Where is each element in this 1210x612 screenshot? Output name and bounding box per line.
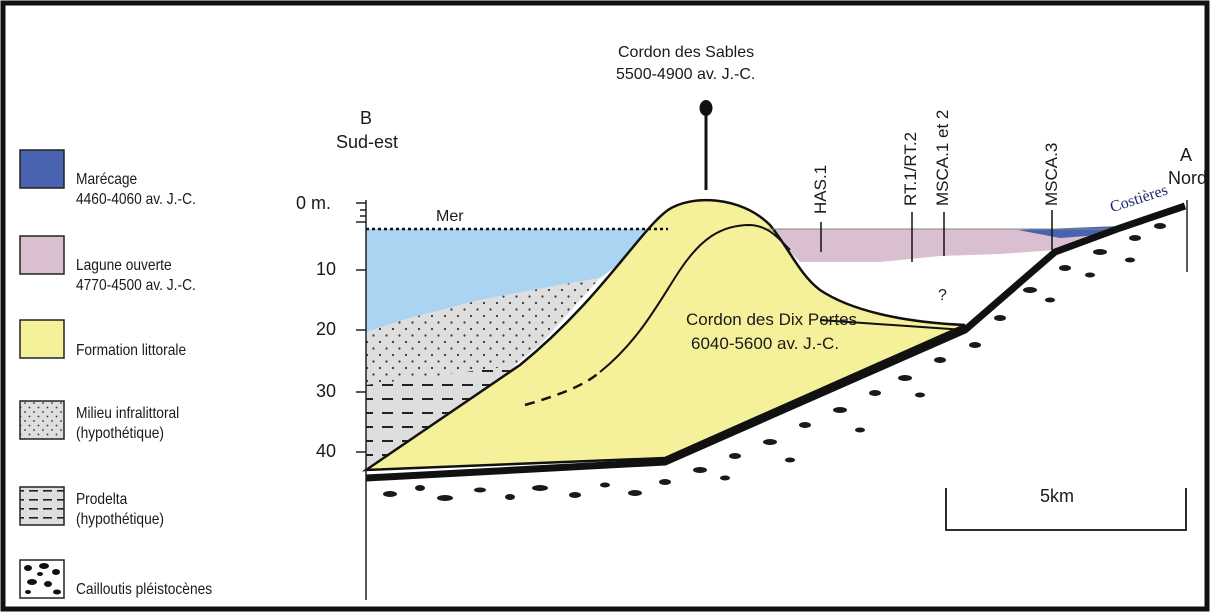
legend-swatch-lagoon bbox=[19, 235, 65, 275]
depth-axis bbox=[356, 200, 367, 600]
depth-tick-40: 40 bbox=[316, 441, 337, 461]
legend-prodelta-name: Prodelta bbox=[76, 491, 128, 508]
legend-prodelta-note: (hypothétique) bbox=[76, 511, 164, 528]
sea-label: Mer bbox=[436, 208, 464, 225]
legend-swatch-prodelta bbox=[19, 486, 65, 526]
legend-littoral-name: Formation littorale bbox=[76, 342, 187, 359]
legend-littoral-label: Formation littorale bbox=[76, 341, 186, 361]
left-end-letter: B bbox=[360, 108, 373, 128]
cordon-sables-pin-head bbox=[699, 100, 713, 116]
legend-swatch-marsh bbox=[19, 149, 65, 189]
bedrock-line bbox=[365, 202, 1187, 482]
sea-area bbox=[366, 229, 668, 332]
legend-infralittoral-label: Milieu infralittoral (hypothétique) bbox=[76, 404, 179, 444]
legend-prodelta-label: Prodelta (hypothétique) bbox=[76, 490, 164, 530]
cordon-dix-portes-name: Cordon des Dix Portes bbox=[686, 310, 858, 329]
legend-marsh-name: Marécage bbox=[76, 171, 138, 188]
right-end-direction: Nord bbox=[1168, 168, 1208, 188]
pebble-substrate bbox=[366, 206, 1185, 510]
cordon-sables-name: Cordon des Sables bbox=[618, 44, 755, 61]
dix-portes-dashed bbox=[524, 371, 601, 407]
cordon-dix-portes-dates: 6040-5600 av. J.-C. bbox=[691, 334, 840, 353]
legend-marsh-label: Marécage 4460-4060 av. J.-C. bbox=[76, 170, 196, 210]
depth-tick-30: 30 bbox=[316, 381, 337, 401]
depth-tick-0: 0 m. bbox=[296, 193, 332, 213]
legend-infralittoral-name: Milieu infralittoral bbox=[76, 405, 180, 422]
dix-portes-outline bbox=[599, 223, 791, 373]
legend-lagoon-label: Lagune ouverte 4770-4500 av. J.-C. bbox=[76, 256, 196, 296]
legend-infralittoral-note: (hypothétique) bbox=[76, 425, 164, 442]
legend-pebbles-label: Cailloutis pléistocènes bbox=[76, 580, 212, 600]
left-end-direction: Sud-est bbox=[336, 132, 399, 152]
legend-marsh-dates: 4460-4060 av. J.-C. bbox=[76, 191, 196, 208]
legend-swatch-littoral bbox=[19, 319, 65, 359]
lagoon-contact-line bbox=[819, 319, 966, 331]
question-mark: ? bbox=[938, 287, 947, 304]
legend-lagoon-dates: 4770-4500 av. J.-C. bbox=[76, 277, 196, 294]
borehole-msca3-label: MSCA.3 bbox=[1042, 142, 1061, 206]
scale-bar bbox=[945, 488, 1187, 531]
borehole-has1-label: HAS.1 bbox=[811, 164, 830, 214]
legend-swatch-pebbles bbox=[19, 559, 65, 599]
pebbles bbox=[383, 223, 1166, 501]
borehole-msca12-label: MSCA.1 et 2 bbox=[933, 109, 952, 206]
legend-lagoon-name: Lagune ouverte bbox=[76, 257, 172, 274]
scale-bar-label: 5km bbox=[1040, 486, 1075, 506]
legend-pebbles-name: Cailloutis pléistocènes bbox=[76, 581, 213, 598]
lagoon-area bbox=[768, 229, 1110, 262]
right-end-letter: A bbox=[1180, 145, 1193, 165]
cordon-sables-dates: 5500-4900 av. J.-C. bbox=[616, 66, 756, 83]
borehole-rt-label: RT.1/RT.2 bbox=[901, 131, 920, 206]
littoral-formation bbox=[361, 199, 966, 472]
depth-tick-20: 20 bbox=[316, 319, 337, 339]
legend-swatch-infralittoral bbox=[19, 400, 65, 440]
depth-tick-10: 10 bbox=[316, 259, 337, 279]
